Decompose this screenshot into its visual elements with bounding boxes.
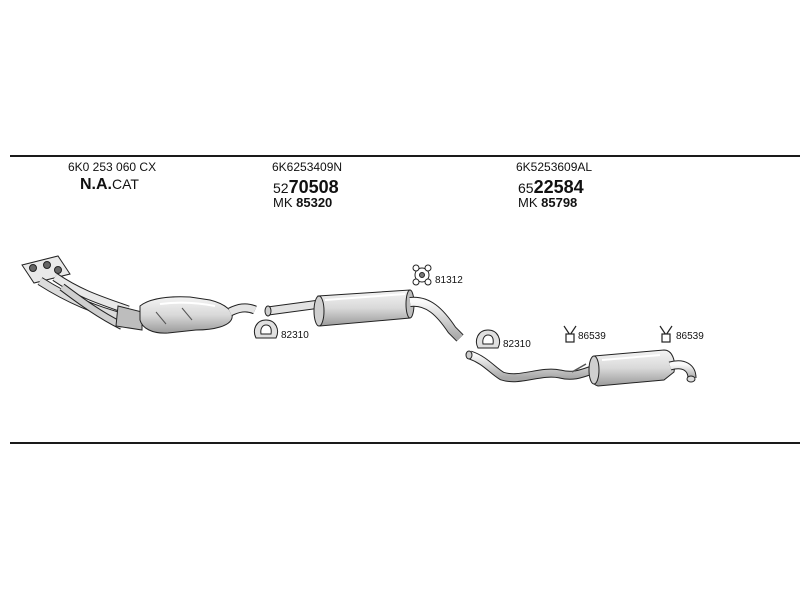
callout-gasket-1: 82310 xyxy=(281,330,309,341)
middle-silencer-code-main: 70508 xyxy=(288,177,339,197)
middle-silencer-code-prefix: 52 xyxy=(273,180,289,196)
gasket-icon xyxy=(475,329,501,349)
rear-silencer-body xyxy=(588,349,675,387)
rear-silencer-mk: MK 85798 xyxy=(518,195,577,210)
manifold-pipes xyxy=(37,273,130,330)
bottom-divider xyxy=(10,442,800,444)
middle-silencer-mk-prefix: MK xyxy=(273,195,293,210)
rear-inlet-pipe-end xyxy=(465,350,473,360)
catalytic-converter xyxy=(139,296,233,334)
gasket-icon xyxy=(253,319,279,339)
rear-silencer-assembly xyxy=(465,349,697,387)
hanger-icon xyxy=(659,325,673,343)
inlet-pipe-end xyxy=(264,305,272,317)
manifold-catalyst-assembly xyxy=(21,255,257,334)
middle-silencer-body xyxy=(313,289,415,327)
rear-silencer-code-prefix: 65 xyxy=(518,180,534,196)
top-divider xyxy=(10,155,800,157)
hanger-icon xyxy=(563,325,577,343)
rear-silencer-code: 6522584 xyxy=(518,177,584,198)
middle-silencer-mk-number: 85320 xyxy=(296,195,333,210)
collector-flange xyxy=(115,305,143,331)
part-number-middle-silencer: 6K6253409N xyxy=(272,160,343,174)
middle-silencer-code: 5270508 xyxy=(273,177,339,198)
catalyst-code-suffix: CAT xyxy=(112,176,139,192)
callout-hanger-1: 86539 xyxy=(578,331,606,342)
rear-silencer-code-main: 22584 xyxy=(533,177,584,197)
rear-silencer-mk-prefix: MK xyxy=(518,195,538,210)
middle-silencer-mk: MK 85320 xyxy=(273,195,332,210)
rear-silencer-mk-number: 85798 xyxy=(541,195,578,210)
part-number-catalyst: 6K0 253 060 CX xyxy=(68,160,157,174)
clamp-icon xyxy=(412,264,432,286)
middle-silencer-assembly xyxy=(264,289,464,342)
callout-clamp-1: 81312 xyxy=(435,275,463,286)
callout-gasket-2: 82310 xyxy=(503,339,531,350)
callout-hanger-2: 86539 xyxy=(676,331,704,342)
part-number-rear-silencer: 6K5253609AL xyxy=(516,160,593,174)
catalyst-code-prefix: N.A. xyxy=(80,176,112,193)
catalyst-code: N.A.CAT xyxy=(80,176,139,194)
